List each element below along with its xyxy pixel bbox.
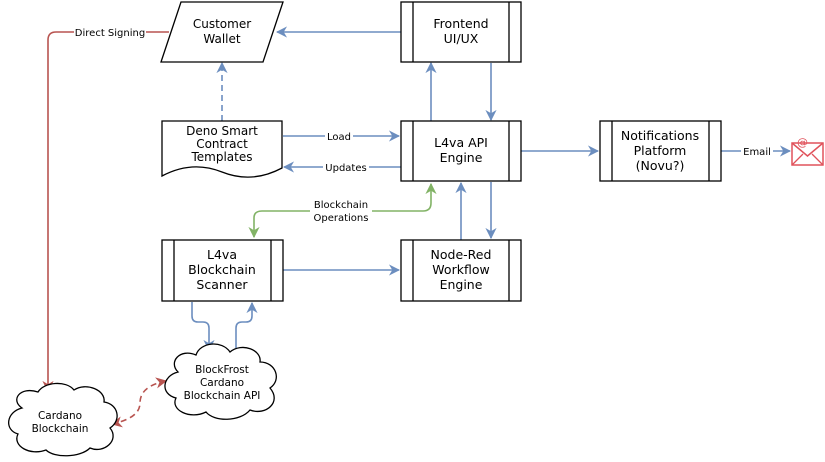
notifications-line3: (Novu?) — [636, 158, 685, 173]
api-engine-line2: Engine — [440, 150, 483, 165]
edge-scanner-to-blockfrost — [191, 302, 215, 352]
node-red-line3: Engine — [440, 277, 483, 292]
blockchain-ops-label-line1: Blockchain — [314, 200, 368, 211]
cardano-cloud-node: Cardano Blockchain — [8, 382, 118, 457]
customer-wallet-line2: Wallet — [203, 32, 241, 46]
blockchain-ops-label-line2: Operations — [314, 213, 369, 224]
email-label: Email — [743, 147, 771, 158]
customer-wallet-node: Customer Wallet — [160, 1, 284, 63]
edge-direct-signing — [42, 31, 169, 393]
customer-wallet-line1: Customer — [193, 17, 251, 31]
scanner-node: L4va Blockchain Scanner — [161, 239, 284, 302]
blockfrost-line3: Blockchain API — [184, 390, 261, 402]
edge-blockfrost-cardano — [110, 377, 168, 428]
updates-label: Updates — [325, 163, 366, 174]
deno-templates-line1: Deno Smart — [186, 124, 258, 138]
edge-blockfrost-to-scanner — [235, 301, 258, 352]
at-sign-icon: @ — [797, 136, 808, 149]
scanner-line2: Blockchain — [188, 262, 256, 277]
frontend-node: Frontend UI/UX — [400, 1, 522, 63]
api-engine-node: L4va API Engine — [400, 120, 522, 182]
envelope-icon: @ — [791, 136, 824, 166]
notifications-node: Notifications Platform (Novu?) — [599, 120, 722, 182]
blockfrost-cloud-node: BlockFrost Cardano Blockchain API — [164, 343, 277, 420]
deno-templates-line2: Contract — [196, 137, 248, 151]
notifications-line2: Platform — [634, 143, 687, 158]
scanner-line3: Scanner — [196, 277, 248, 292]
cardano-line1: Cardano — [38, 410, 82, 422]
deno-templates-line3: Templates — [190, 150, 252, 164]
load-label: Load — [327, 132, 351, 143]
node-red-line1: Node-Red — [431, 247, 492, 262]
cardano-line2: Blockchain — [32, 423, 89, 435]
api-engine-line1: L4va API — [434, 135, 488, 150]
deno-templates-node: Deno Smart Contract Templates — [161, 120, 283, 178]
direct-signing-label: Direct Signing — [75, 28, 145, 39]
node-red-node: Node-Red Workflow Engine — [400, 239, 522, 302]
frontend-line2: UI/UX — [444, 31, 479, 46]
frontend-line1: Frontend — [433, 16, 488, 31]
notifications-line1: Notifications — [621, 128, 699, 143]
node-red-line2: Workflow — [432, 262, 489, 277]
blockfrost-line2: Cardano — [200, 377, 244, 389]
blockfrost-line1: BlockFrost — [195, 364, 249, 376]
scanner-line1: L4va — [207, 247, 237, 262]
